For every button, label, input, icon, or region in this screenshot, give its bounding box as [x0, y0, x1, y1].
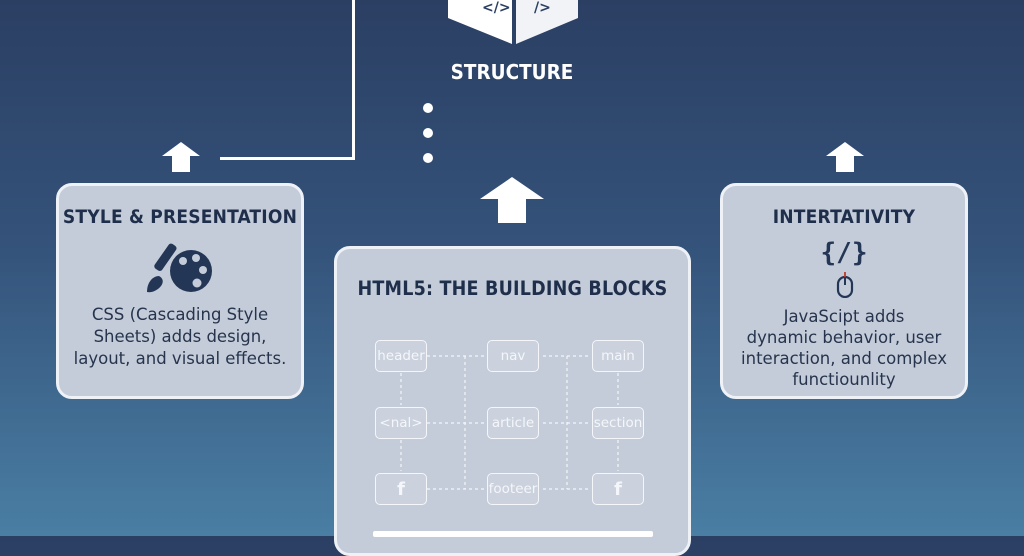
- block-grid-lines: [400, 355, 619, 490]
- block-nal: <nal>: [375, 407, 427, 439]
- interactivity-text-line: functiounlity: [792, 370, 896, 389]
- dot-2: [423, 128, 433, 138]
- up-arrow-center: [480, 177, 544, 223]
- mouse-icon: [836, 272, 854, 298]
- brush-palette-icon: [147, 243, 212, 293]
- up-arrow-left: [162, 142, 200, 172]
- interactivity-card: INTERTATIVITY {/} JavaScipt adds dynamic…: [720, 183, 968, 399]
- block-main: main: [592, 340, 644, 372]
- style-presentation-card: STYLE & PRESENTATION CSS (Cascading Styl…: [56, 183, 304, 399]
- interactivity-text-line: dynamic behavior, user: [746, 328, 942, 347]
- block-section: section: [592, 407, 644, 439]
- interactivity-card-text: JavaScipt adds dynamic behavior, user in…: [723, 306, 965, 390]
- style-card-text: CSS (Cascading Style Sheets) adds design…: [59, 304, 301, 370]
- block-header: header: [375, 340, 427, 372]
- svg-text:</>: </>: [482, 0, 511, 16]
- card-bottom-bar: [373, 531, 653, 537]
- html5-building-blocks-card: HTML5: THE BUILDING BLOCKS header nav ma…: [334, 246, 691, 556]
- block-nav: nav: [487, 340, 539, 372]
- block-f-right: f: [592, 473, 644, 505]
- interactivity-card-title: INTERTATIVITY: [772, 206, 916, 228]
- block-footer: footeer: [487, 473, 539, 505]
- interactivity-text-line: interaction, and complex: [741, 349, 947, 368]
- structure-title: STRUCTURE: [450, 60, 574, 84]
- block-article: article: [487, 407, 539, 439]
- code-cube-icon: </> />: [448, 0, 578, 44]
- style-text-line: CSS (Cascading Style: [91, 305, 269, 324]
- dot-1: [423, 103, 433, 113]
- connector-vertical: [352, 0, 355, 160]
- html5-card-title: HTML5: THE BUILDING BLOCKS: [357, 277, 668, 300]
- interactivity-text-line: JavaScipt adds: [783, 307, 905, 326]
- style-card-title: STYLE & PRESENTATION: [62, 206, 298, 228]
- connector-horizontal: [220, 157, 355, 160]
- svg-text:/>: />: [534, 0, 551, 16]
- style-text-line: Sheets) adds design,: [93, 327, 267, 346]
- dot-3: [423, 153, 433, 163]
- style-text-line: layout, and visual effects.: [73, 349, 287, 368]
- up-arrow-right: [826, 142, 864, 172]
- code-brackets-icon: {/}: [820, 238, 868, 268]
- block-f-left: f: [375, 473, 427, 505]
